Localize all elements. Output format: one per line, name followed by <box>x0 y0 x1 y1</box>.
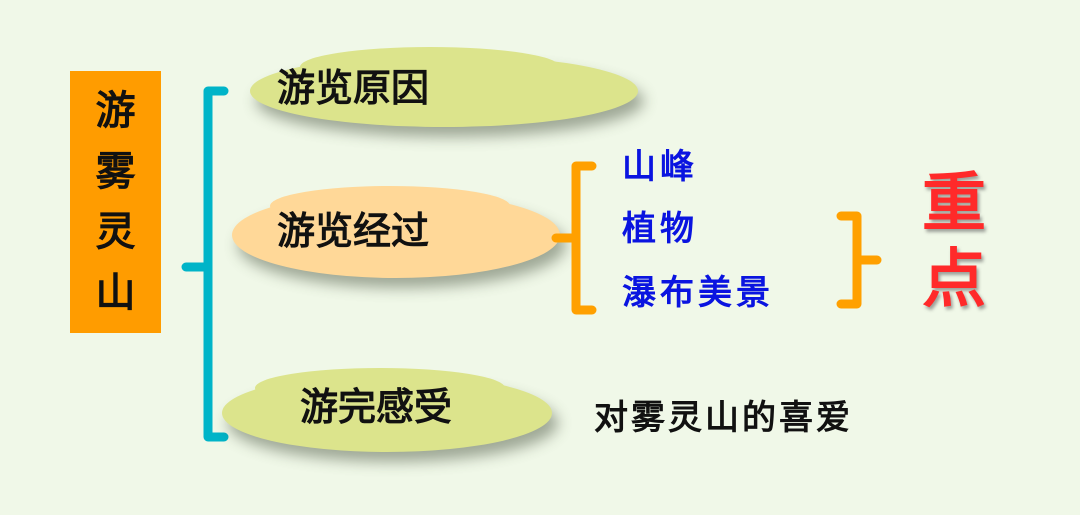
main-bracket <box>181 86 229 442</box>
sub-bracket-left <box>551 161 597 315</box>
title-char: 游 <box>95 87 136 135</box>
key-point-char: 点 <box>922 242 986 317</box>
branch-label-process: 游览经过 <box>277 208 430 253</box>
process-item: 植物 <box>622 209 698 249</box>
sub-bracket-right <box>836 211 882 309</box>
title-box: 游 雾 灵 山 <box>70 71 161 333</box>
cloud-bump <box>300 47 560 87</box>
title-char: 山 <box>95 268 136 316</box>
cloud-bump <box>255 368 505 408</box>
title-char: 雾 <box>95 147 136 195</box>
process-item: 瀑布美景 <box>622 273 774 313</box>
branch-label-reason: 游览原因 <box>277 65 430 110</box>
key-point-char: 重 <box>922 166 986 241</box>
cloud-bump <box>270 186 510 226</box>
title-char: 灵 <box>95 208 136 256</box>
feeling-text: 对雾灵山的喜爱 <box>594 398 853 438</box>
process-item: 山峰 <box>622 147 698 187</box>
branch-label-feeling: 游完感受 <box>300 384 453 429</box>
